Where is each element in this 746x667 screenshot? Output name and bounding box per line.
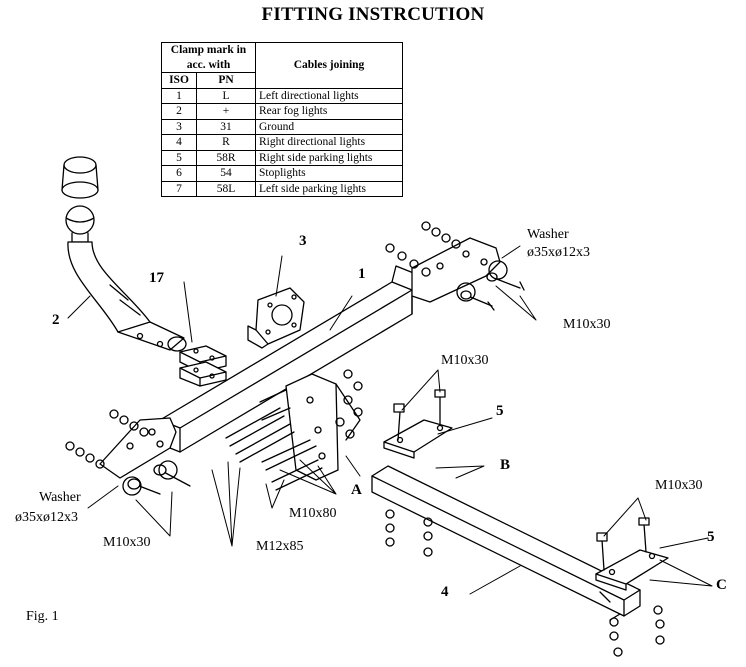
right-side-bracket: [411, 237, 501, 315]
clamp-mark-header: Clamp mark in acc. with: [161, 42, 256, 73]
nuts-washers: [65, 221, 665, 657]
callout-part-1: 1: [358, 266, 366, 282]
bolt-m12x85-label: M12x85: [256, 539, 304, 554]
washer-left-dimension: ø35xø12x3: [15, 510, 78, 525]
callout-a: A: [351, 482, 362, 498]
leader-lines: [67, 245, 713, 595]
ball-cover: [61, 156, 99, 199]
bolts: [127, 272, 650, 571]
callout-c: C: [716, 577, 727, 593]
bolt-m10x30-left-label: M10x30: [103, 535, 151, 550]
cable-cell: Left side parking lights: [255, 180, 403, 197]
bolt-m10x30-lower-right-label: M10x30: [655, 478, 703, 493]
socket-bracket: [247, 287, 305, 349]
lower-beam: [371, 465, 641, 621]
pn-cell: 58R: [196, 149, 256, 166]
figure-label: Fig. 1: [26, 609, 59, 624]
washer-top-label: Washer: [527, 227, 569, 242]
callout-part-3: 3: [299, 233, 307, 249]
washer-left-label: Washer: [39, 490, 81, 505]
callout-part-5-upper: 5: [496, 403, 504, 419]
wiring-table: Clamp mark in acc. with Cables joining I…: [161, 42, 403, 197]
callout-part-17: 17: [149, 270, 164, 286]
callout-b: B: [500, 457, 511, 473]
pn-header: PN: [196, 72, 256, 89]
page-title: FITTING INSTRCUTION: [261, 4, 485, 25]
bolt-m10x80-label: M10x80: [289, 506, 337, 521]
tow-ball: [65, 205, 95, 243]
plate-5-upper: [383, 419, 453, 459]
wiring-table-row: 2+Rear fog lights: [161, 103, 403, 120]
left-side-bracket: [99, 417, 177, 479]
bolt-m10x30-center-label: M10x30: [441, 353, 489, 368]
callout-part-2: 2: [52, 312, 60, 328]
callout-part-4: 4: [441, 584, 449, 600]
cable-cell: Right side parking lights: [255, 149, 403, 166]
bolt-m10x30-right-label: M10x30: [563, 317, 611, 332]
plate-5-lower: [595, 549, 669, 591]
clamp-plates: [179, 345, 227, 387]
callout-part-5-lower: 5: [707, 529, 715, 545]
washer-top-dimension: ø35xø12x3: [527, 245, 590, 260]
cables-joining-header: Cables joining: [255, 42, 403, 89]
ball-bar: [67, 241, 187, 352]
